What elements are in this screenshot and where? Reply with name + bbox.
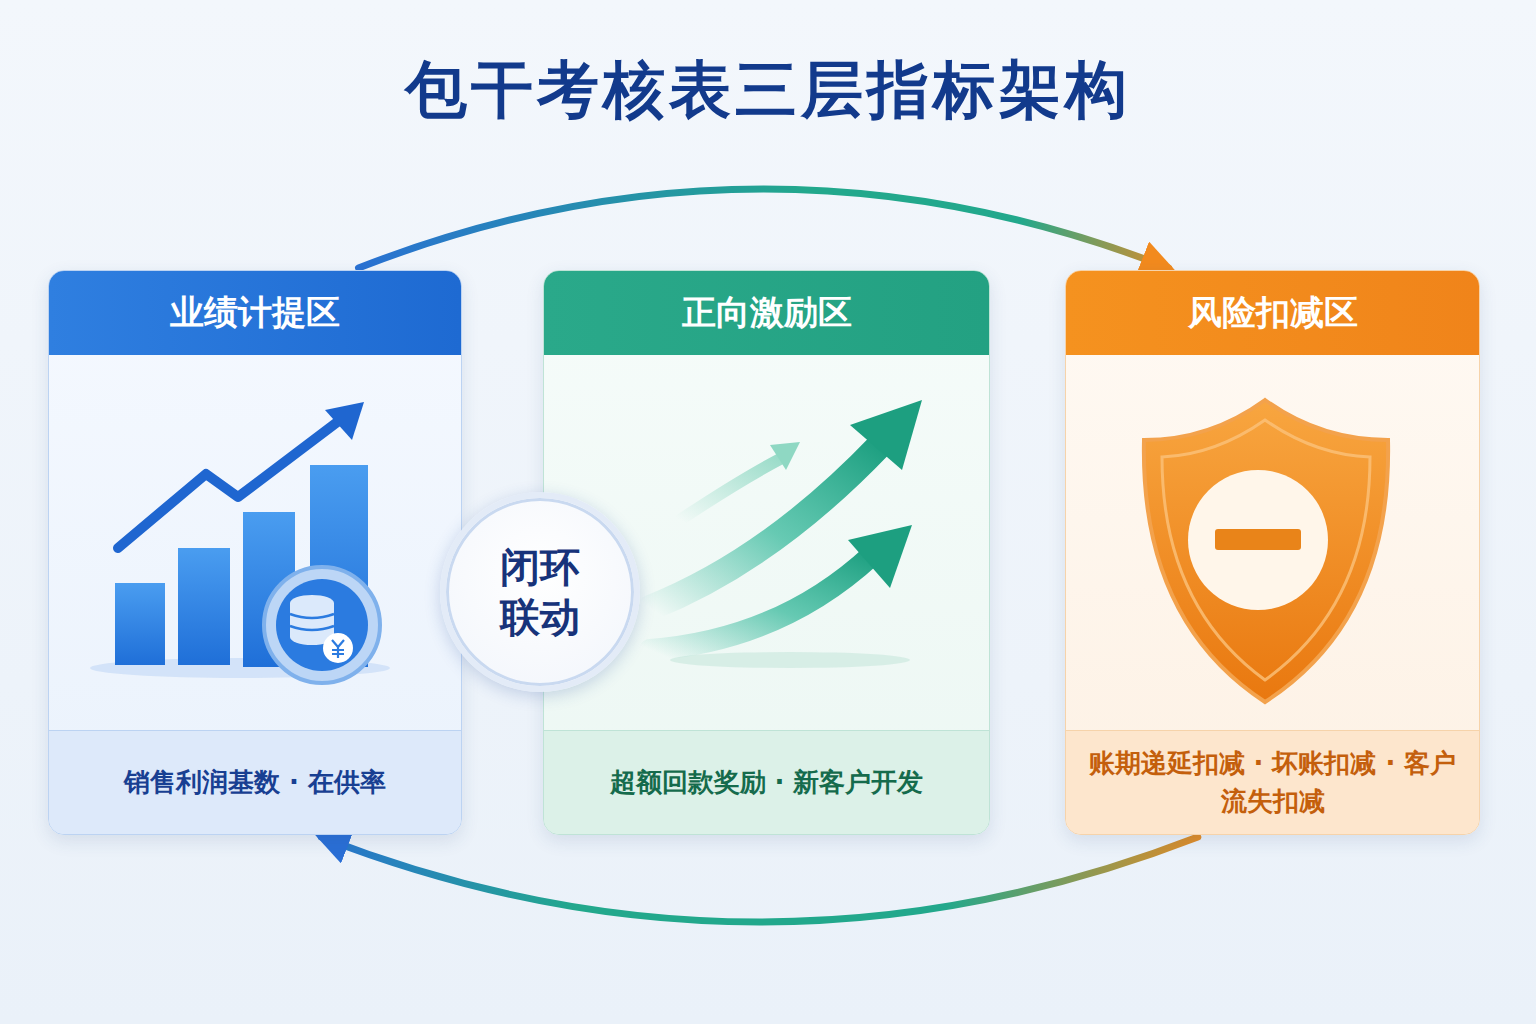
diagram-title: 包干考核表三层指标架构 (0, 48, 1536, 132)
zone-footer: 超额回款奖励 · 新客户开发 (544, 730, 989, 834)
shield-minus-icon (1144, 400, 1388, 702)
zone-metrics: 销售利润基数 · 在供率 (124, 764, 386, 802)
zone-metrics: 账期递延扣减 · 坏账扣减 · 客户流失扣减 (1084, 745, 1461, 820)
zone-panel: 风险扣减区账期递延扣减 · 坏账扣减 · 客户流失扣减 (1065, 270, 1480, 835)
growth-arrows-icon (650, 400, 922, 668)
hub-circle: 闭环 联动 (440, 492, 640, 692)
zone-title: 业绩计提区 (170, 290, 340, 336)
zone-header: 正向激励区 (544, 271, 989, 355)
zone-header: 风险扣减区 (1066, 271, 1479, 355)
zone-footer: 销售利润基数 · 在供率 (49, 730, 461, 834)
zone-panel: 业绩计提区销售利润基数 · 在供率 (48, 270, 462, 835)
loop-arrow (321, 837, 1198, 922)
zone-title: 风险扣减区 (1188, 290, 1358, 336)
hub-label: 闭环 联动 (496, 542, 584, 642)
bar-chart-icon (90, 402, 390, 683)
loop-arrow (359, 189, 1169, 268)
zone-footer: 账期递延扣减 · 坏账扣减 · 客户流失扣减 (1066, 730, 1479, 834)
zone-header: 业绩计提区 (49, 271, 461, 355)
zone-title: 正向激励区 (682, 290, 852, 336)
zone-metrics: 超额回款奖励 · 新客户开发 (610, 764, 924, 802)
